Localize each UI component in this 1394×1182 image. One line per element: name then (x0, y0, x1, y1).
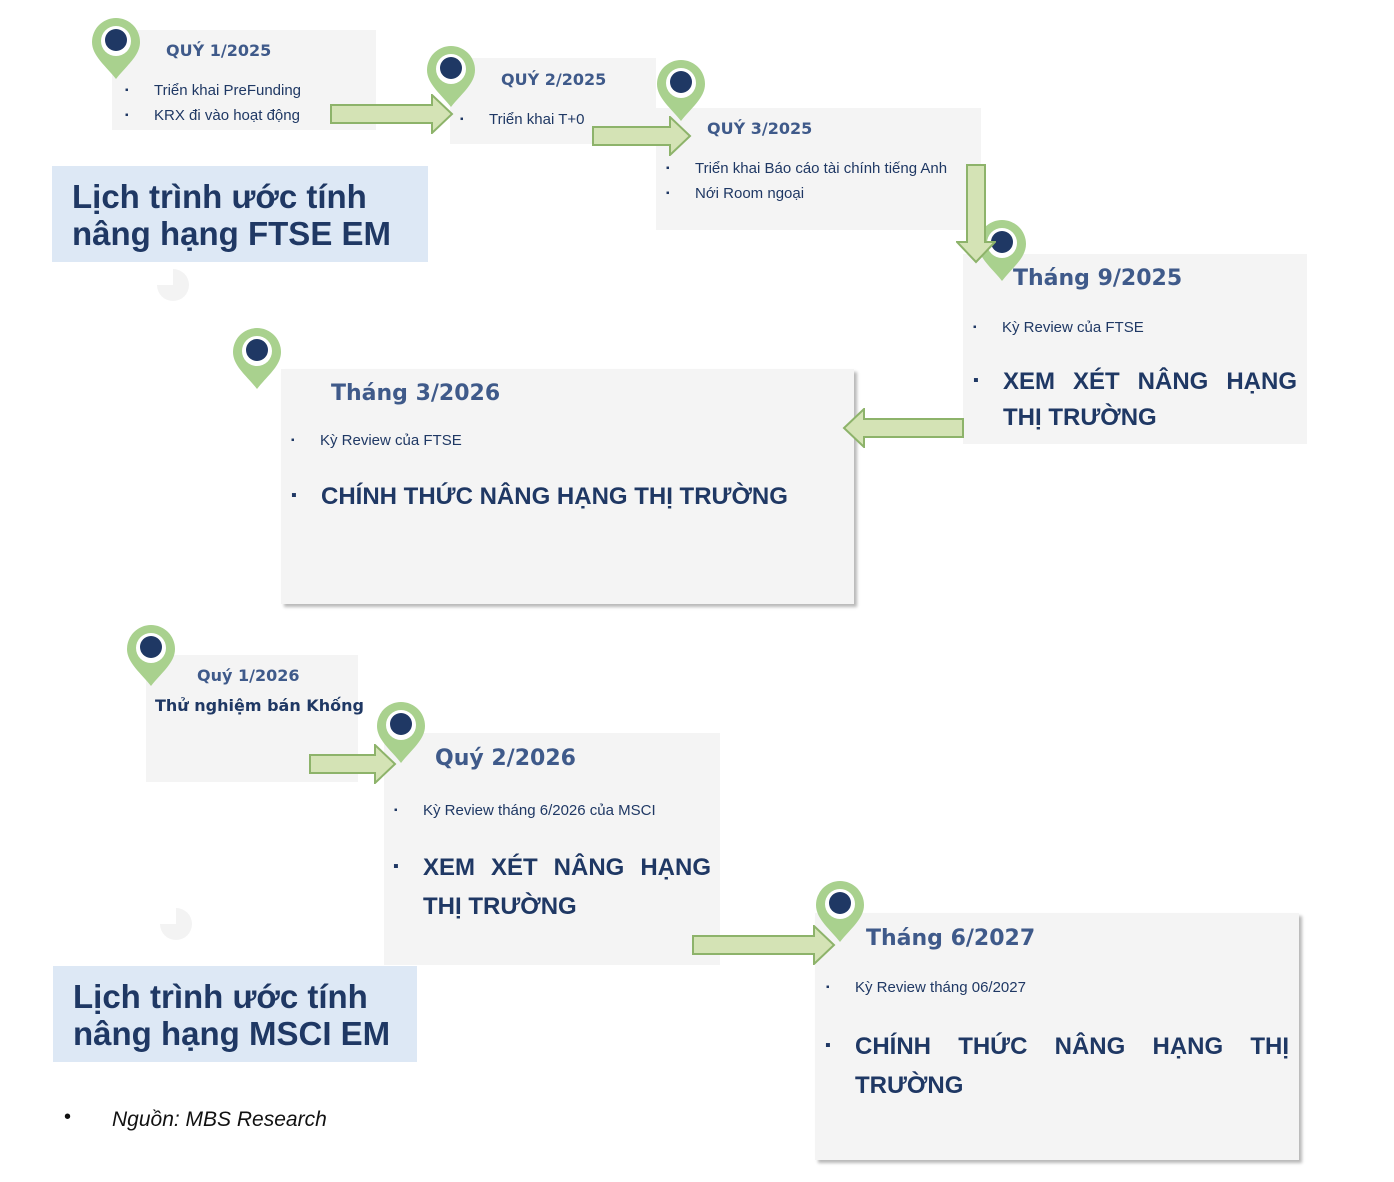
ftse-q3-2025-box: QUÝ 3/2025 ▪Triển khai Báo cáo tài chính… (656, 108, 981, 230)
ftse-q3-2025-item: ▪Nới Room ngoại (666, 185, 805, 202)
msci-jun-2027-box: Tháng 6/2027 ▪Kỳ Review tháng 06/2027 ▪ … (815, 913, 1299, 1160)
ftse-q1-2025-item: ▪Triển khai PreFunding (125, 82, 302, 99)
decorative-circle-icon (157, 269, 189, 301)
msci-q1-2026-text: Thử nghiệm bán Khống (155, 696, 364, 715)
ftse-sep-2025-heading: Tháng 9/2025 (1013, 266, 1183, 291)
ftse-sep-2025-box: Tháng 9/2025 ▪Kỳ Review của FTSE ▪ XEM X… (963, 254, 1307, 444)
msci-q1-2026-heading: Quý 1/2026 (197, 666, 300, 685)
ftse-mar-2026-heading: Tháng 3/2026 (331, 381, 501, 406)
ftse-q1-2025-heading: QUÝ 1/2025 (166, 41, 272, 60)
ftse-mar-2026-highlight: ▪CHÍNH THỨC NÂNG HẠNG THỊ TRƯỜNG (291, 483, 788, 510)
ftse-q3-2025-item: ▪Triển khai Báo cáo tài chính tiếng Anh (666, 160, 948, 177)
msci-jun-2027-highlight: ▪ CHÍNH THỨC NÂNG HẠNG THỊ TRƯỜNG (825, 1033, 1289, 1099)
arrow-right-icon (592, 116, 692, 156)
source-note: Nguồn: MBS Research (112, 1108, 327, 1131)
msci-q2-2026-item: ▪Kỳ Review tháng 6/2026 của MSCI (394, 802, 656, 819)
arrow-right-icon (330, 94, 454, 134)
arrow-left-icon (842, 408, 964, 448)
source-bullet: • (64, 1106, 72, 1128)
ftse-sep-2025-highlight: ▪ XEM XÉT NÂNG HẠNG THỊ TRƯỜNG (973, 368, 1297, 431)
arrow-right-icon (692, 925, 836, 965)
msci-title: Lịch trình ước tính nâng hạng MSCI EM (53, 966, 417, 1062)
ftse-q1-2025-box: QUÝ 1/2025 ▪Triển khai PreFunding ▪KRX đ… (112, 30, 376, 130)
ftse-q2-2025-heading: QUÝ 2/2025 (501, 70, 607, 89)
msci-q2-2026-highlight: ▪ XEM XÉT NÂNG HẠNG THỊ TRƯỜNG (393, 854, 711, 920)
ftse-mar-2026-item: ▪Kỳ Review của FTSE (291, 432, 462, 449)
arrow-right-icon (309, 744, 397, 784)
msci-jun-2027-item: ▪Kỳ Review tháng 06/2027 (826, 979, 1026, 996)
msci-q2-2026-heading: Quý 2/2026 (435, 746, 576, 771)
msci-q2-2026-box: Quý 2/2026 ▪Kỳ Review tháng 6/2026 của M… (384, 733, 720, 965)
ftse-q1-2025-item: ▪KRX đi vào hoạt động (125, 107, 300, 124)
arrow-down-icon (956, 164, 996, 264)
decorative-circle-icon (160, 908, 192, 940)
ftse-q2-2025-item: ▪Triển khai T+0 (460, 111, 585, 128)
location-pin-icon (125, 625, 177, 687)
ftse-sep-2025-item: ▪Kỳ Review của FTSE (973, 319, 1144, 336)
location-pin-icon (231, 328, 283, 390)
ftse-mar-2026-box: Tháng 3/2026 ▪Kỳ Review của FTSE ▪CHÍNH … (281, 369, 854, 604)
location-pin-icon (655, 60, 707, 122)
ftse-q3-2025-heading: QUÝ 3/2025 (707, 119, 813, 138)
ftse-title: Lịch trình ước tính nâng hạng FTSE EM (52, 166, 428, 262)
msci-jun-2027-heading: Tháng 6/2027 (866, 926, 1036, 951)
location-pin-icon (90, 18, 142, 80)
